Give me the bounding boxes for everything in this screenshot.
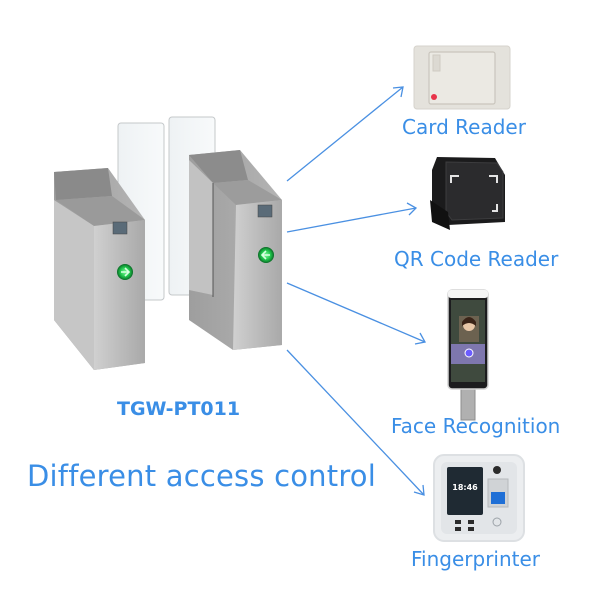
headline: Different access control — [27, 459, 377, 493]
card-reader-label: Card Reader — [402, 115, 526, 139]
fingerprint-screen-time: 18:46 — [452, 483, 478, 492]
turnstile-cabinet-right — [189, 150, 282, 350]
arrow-to-qr-code-reader — [286, 202, 418, 233]
green-arrow-indicator-left — [117, 264, 133, 280]
face-recognition-icon — [447, 289, 489, 421]
fingerprinter-label: Fingerprinter — [411, 547, 541, 571]
turnstile-cabinet-left — [54, 168, 145, 370]
qr-code-reader-icon — [430, 157, 505, 230]
arrow-to-face-recognition — [286, 282, 427, 345]
arrow-to-card-reader — [286, 86, 404, 182]
card-reader-icon — [413, 45, 511, 110]
product-model-label: TGW-PT011 — [117, 398, 241, 420]
green-arrow-indicator-right — [258, 247, 274, 263]
arrow-to-fingerprinter — [286, 349, 425, 496]
face-recognition-label: Face Recognition — [391, 414, 561, 438]
qr-code-reader-label: QR Code Reader — [394, 247, 559, 271]
fingerprint-reader-icon — [433, 454, 525, 542]
